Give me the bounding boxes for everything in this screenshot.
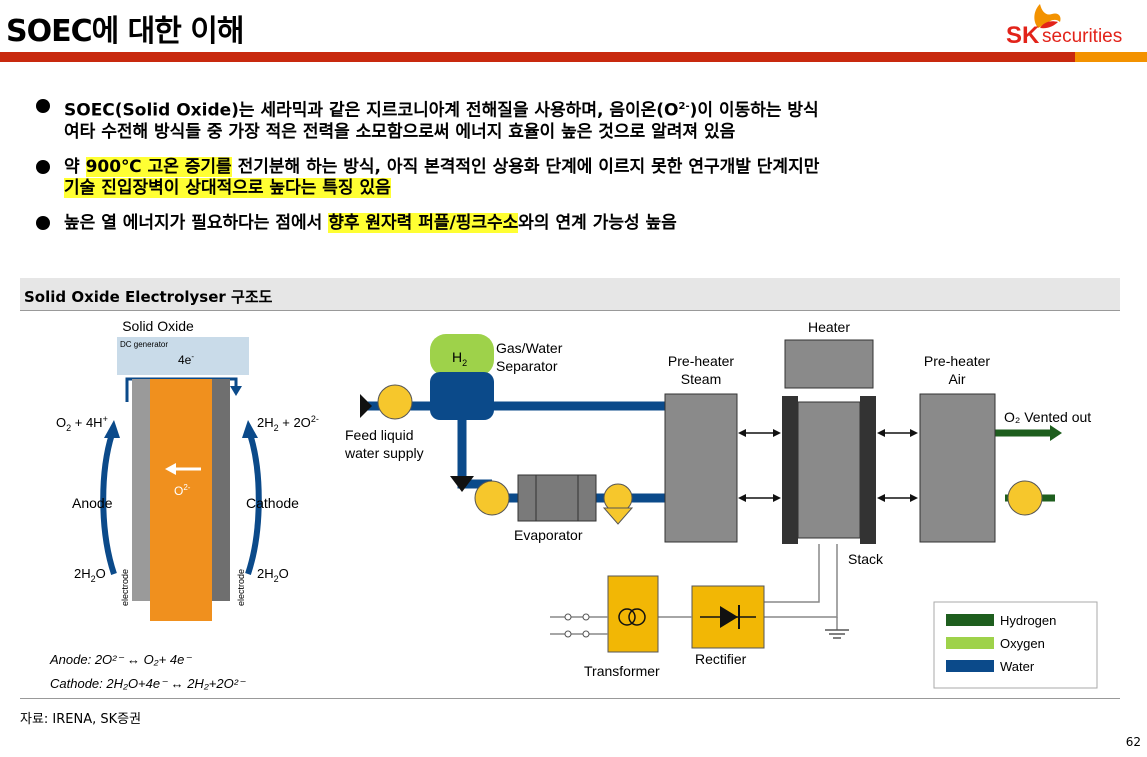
evaporator-box bbox=[517, 474, 597, 522]
source-note: 자료: IRENA, SK증권 bbox=[20, 712, 142, 727]
valve-icon bbox=[450, 476, 474, 492]
stack-left-plate bbox=[782, 396, 798, 544]
bullet-text: 약 bbox=[64, 156, 86, 177]
soec-structure-diagram: Solid Oxide DC generator 4e- O2- electro… bbox=[49, 318, 1098, 691]
page-number: 62 bbox=[1125, 735, 1141, 749]
cathode-flow-arrow-head bbox=[242, 420, 258, 438]
air-blower-icon bbox=[1007, 480, 1043, 516]
bullet-list: SOEC(Solid Oxide)는 세라믹과 같은 지르코니아계 전해질을 사… bbox=[36, 96, 1136, 248]
heater-box bbox=[784, 339, 874, 389]
heater-label: Heater bbox=[808, 319, 850, 335]
cathode-top-species: 2H2 + 2O2- bbox=[257, 414, 319, 433]
bullet-text: 여타 수전해 방식들 중 가장 적은 전력을 소모함으로써 에너지 효율이 높은… bbox=[64, 121, 736, 142]
bullet-text: 전기분해 하는 방식, 아직 본격적인 상용화 단계에 이르지 못한 연구개발 … bbox=[231, 156, 820, 177]
cathode-bottom-species: 2H2O bbox=[257, 566, 289, 584]
bullet-text: 와의 연계 가능성 높음 bbox=[518, 212, 677, 233]
legend-swatch bbox=[946, 660, 994, 672]
top-charge-label: 4e- bbox=[178, 352, 194, 367]
anode-bottom-species: 2H2O bbox=[74, 566, 106, 584]
cathode-equation: Cathode: 2H₂O+4e⁻ ↔ 2H₂+2O²⁻ bbox=[50, 676, 246, 691]
anode-equation: Anode: 2O²⁻ ↔ O₂+ 4e⁻ bbox=[49, 652, 192, 667]
logo-securities-text: securities bbox=[1042, 26, 1123, 47]
anode-flow-arrow-head bbox=[104, 420, 120, 438]
anode-label: Anode bbox=[72, 495, 113, 511]
bullet-dot-icon bbox=[36, 215, 50, 230]
separator-label-1: Gas/Water bbox=[496, 340, 563, 356]
feed-valve-icon bbox=[360, 394, 372, 418]
header-red-bar bbox=[0, 52, 1075, 62]
stack-right-plate bbox=[860, 396, 876, 544]
separator-water bbox=[430, 372, 494, 420]
electron-arrow-head bbox=[230, 386, 242, 396]
evaporator-label: Evaporator bbox=[514, 527, 583, 543]
anode-top-species: O2 + 4H+ bbox=[56, 414, 108, 433]
ion-label: O2- bbox=[174, 483, 191, 498]
bullet-item: 약 900℃ 고온 증기를 전기분해 하는 방식, 아직 본격적인 상용화 단계… bbox=[36, 156, 1136, 199]
legend-label: Oxygen bbox=[1000, 636, 1045, 651]
separator-label-2: Separator bbox=[496, 358, 558, 374]
dc-generator-box bbox=[117, 337, 249, 375]
stack-label: Stack bbox=[848, 551, 884, 567]
transformer-coil-icon bbox=[618, 608, 636, 626]
feed-label-2: water supply bbox=[344, 445, 424, 461]
preheater-steam-box bbox=[664, 393, 738, 543]
bullet-text: 2- bbox=[678, 101, 690, 112]
legend-swatch bbox=[946, 614, 994, 626]
logo-sk-text: SK bbox=[1006, 22, 1040, 49]
steam-pump-base-icon bbox=[602, 507, 634, 525]
anode-flow-arrow bbox=[100, 433, 117, 575]
sk-securities-logo: SK securities bbox=[1006, 2, 1141, 50]
section-header: Solid Oxide Electrolyser 구조도 bbox=[20, 278, 1120, 311]
bullet-text: 높은 열 에너지가 필요하다는 점에서 bbox=[64, 212, 329, 233]
bullet-text: 900℃ 고온 증기를 bbox=[85, 156, 232, 177]
diode-icon bbox=[720, 606, 738, 628]
section-title: Solid Oxide Electrolyser 구조도 bbox=[24, 288, 273, 306]
bullet-dot-icon bbox=[36, 159, 50, 174]
anode-electrode bbox=[132, 379, 150, 601]
o2-vented-label: O₂ Vented out bbox=[1004, 409, 1091, 425]
ion-arrow-head bbox=[165, 463, 176, 475]
stack-body bbox=[797, 401, 861, 539]
dc-wire-1 bbox=[764, 544, 820, 603]
h2-label: H2 bbox=[452, 349, 467, 368]
bullet-item: SOEC(Solid Oxide)는 세라믹과 같은 지르코니아계 전해질을 사… bbox=[36, 96, 1136, 143]
sk-butterfly-icon bbox=[1034, 4, 1061, 29]
cell-title: Solid Oxide bbox=[122, 318, 194, 334]
feed-label-1: Feed liquid bbox=[345, 427, 414, 443]
preheater-steam-label-2: Steam bbox=[681, 371, 721, 387]
source-divider bbox=[20, 698, 1120, 699]
feed-pump-icon bbox=[377, 384, 413, 420]
cathode-flow-arrow bbox=[245, 433, 262, 575]
bullet-text: 향후 원자력 퍼플/핑크수소 bbox=[328, 212, 519, 233]
bullet-dot-icon bbox=[36, 99, 50, 113]
rectifier-label: Rectifier bbox=[695, 651, 747, 667]
cathode-electrode bbox=[212, 379, 230, 601]
bullet-text: )이 이동하는 방식 bbox=[689, 100, 819, 121]
dc-wire-2 bbox=[764, 544, 838, 618]
evaporator-pump-icon bbox=[474, 480, 510, 516]
preheater-steam-label-1: Pre-heater bbox=[668, 353, 734, 369]
bullet-item: 높은 열 에너지가 필요하다는 점에서 향후 원자력 퍼플/핑크수소와의 연계 … bbox=[36, 212, 1136, 234]
legend-label: Water bbox=[1000, 659, 1035, 674]
preheater-air-label-1: Pre-heater bbox=[924, 353, 990, 369]
header-orange-bar bbox=[1075, 52, 1147, 62]
preheater-air-label-2: Air bbox=[948, 371, 965, 387]
preheater-air-box bbox=[919, 393, 996, 543]
electrolyte-block bbox=[150, 379, 212, 621]
page-title: SOEC에 대한 이해 bbox=[6, 14, 245, 49]
dc-generator-label: DC generator bbox=[120, 340, 168, 349]
bullet-text: SOEC(Solid Oxide)는 세라믹과 같은 지르코니아계 전해질을 사… bbox=[64, 100, 679, 121]
cathode-electrode-label: electrode bbox=[236, 569, 246, 606]
cathode-label: Cathode bbox=[246, 495, 299, 511]
oxygen-vent-arrow bbox=[1050, 425, 1062, 441]
legend-swatch bbox=[946, 637, 994, 649]
legend-label: Hydrogen bbox=[1000, 613, 1056, 628]
separator-gas bbox=[430, 334, 494, 376]
anode-electrode-label: electrode bbox=[120, 569, 130, 606]
bullet-text: 기술 진입장벽이 상대적으로 높다는 특징 있음 bbox=[64, 177, 391, 198]
transformer-label: Transformer bbox=[584, 663, 660, 679]
transformer-box bbox=[607, 575, 659, 653]
